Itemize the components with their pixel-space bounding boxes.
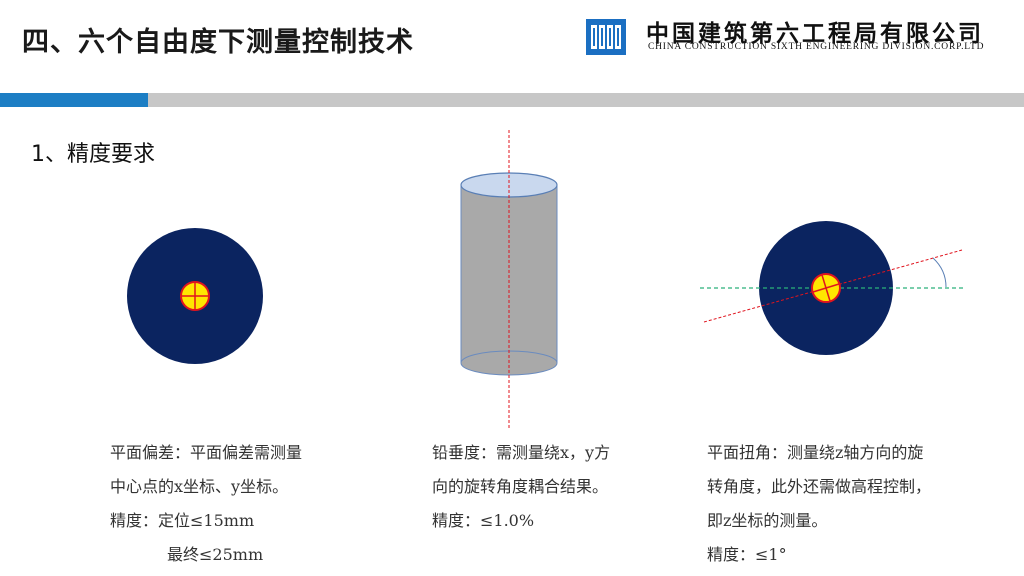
plane-deviation-disk	[127, 228, 263, 364]
plane-twist-center-mark	[811, 273, 841, 303]
twist-angle-arc	[932, 257, 947, 288]
plane-twist-figure	[700, 221, 966, 355]
header-divider-bar	[148, 93, 1024, 107]
verticality-figure	[460, 130, 558, 430]
plane-twist-line1: 平面扭角：测量绕z轴方向的旋	[707, 443, 924, 462]
plane-deviation-description: 平面偏差：平面偏差需测量 中心点的x坐标、y坐标。 精度：定位≤15mm 最终≤…	[110, 436, 302, 572]
company-name-en: CHINA CONSTRUCTION SIXTH ENGINEERING DIV…	[648, 42, 985, 52]
company-logo	[586, 19, 626, 55]
column-top-face	[460, 172, 558, 198]
plane-deviation-figure	[127, 228, 263, 364]
rotated-axis-line	[703, 249, 963, 323]
plane-deviation-center-mark	[180, 281, 210, 311]
section-title: 1、精度要求	[31, 142, 155, 167]
company-name-cn: 中国建筑第六工程局有限公司	[646, 20, 984, 47]
plane-twist-disk	[759, 221, 893, 355]
plane-twist-line3: 即z坐标的测量。	[707, 511, 828, 530]
plane-twist-line2: 转角度，此外还需做高程控制，	[707, 477, 932, 496]
header-accent-bar	[0, 93, 148, 107]
verticality-line3: 精度：≤1.0%	[432, 511, 535, 530]
plane-deviation-line4: 最终≤25mm	[167, 545, 264, 564]
verticality-description: 铅垂度：需测量绕x，y方 向的旋转角度耦合结果。 精度：≤1.0%	[432, 436, 610, 538]
plane-deviation-line3: 精度：定位≤15mm	[110, 511, 255, 530]
verticality-line2: 向的旋转角度耦合结果。	[432, 477, 609, 496]
plane-twist-description: 平面扭角：测量绕z轴方向的旋 转角度，此外还需做高程控制， 即z坐标的测量。 精…	[707, 436, 931, 572]
plane-twist-line4: 精度：≤1°	[707, 545, 787, 564]
plane-deviation-line2: 中心点的x坐标、y坐标。	[110, 477, 289, 496]
page-title: 四、六个自由度下测量控制技术	[22, 27, 414, 58]
plane-deviation-line1: 平面偏差：平面偏差需测量	[110, 443, 303, 462]
verticality-line1: 铅垂度：需测量绕x，y方	[432, 443, 611, 462]
